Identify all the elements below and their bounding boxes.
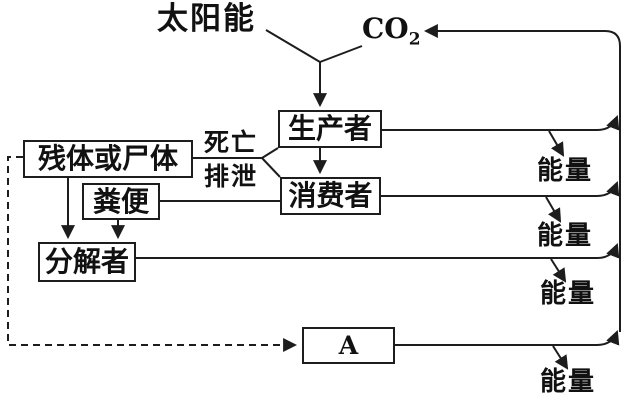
decomposer-box: 分解者: [38, 242, 136, 282]
a-respiration-merge-arrow: [395, 330, 620, 346]
producer-respiration-merge-arrow: [382, 115, 620, 131]
co2-subscript: 2: [408, 29, 421, 50]
solar-energy-label: 太阳能: [157, 1, 256, 37]
excretion-edge-label: 排泄: [204, 162, 259, 191]
producer-box: 生产者: [278, 110, 382, 148]
a-energy-arrow: [552, 345, 569, 370]
consumer-energy-arrow: [545, 196, 562, 223]
energy-label-producer: 能量: [537, 156, 594, 186]
feces-box: 粪便: [82, 183, 160, 220]
remains-to-a-dashed-arrow: [7, 156, 298, 352]
energy-label-consumer: 能量: [537, 221, 594, 251]
decomposer-energy-arrow: [550, 258, 567, 283]
excretion-branch-line: [261, 157, 281, 178]
decomposer-respiration-merge-arrow: [136, 243, 620, 259]
co2-to-junction-line: [319, 45, 363, 63]
unknown-a-box: A: [302, 327, 395, 364]
co2-return-loop-arrow: [423, 24, 621, 332]
death-branch-line: [261, 147, 279, 159]
consumer-respiration-merge-arrow: [381, 181, 620, 197]
solar-to-junction-line: [265, 29, 321, 63]
consumer-box: 消费者: [280, 177, 381, 215]
energy-label-a: 能量: [540, 367, 597, 397]
producer-energy-arrow: [548, 130, 565, 157]
remains-or-corpse-box: 残体或尸体: [23, 140, 193, 178]
energy-label-decomposer: 能量: [540, 279, 597, 309]
death-edge-label: 死亡: [204, 128, 259, 157]
co2-main-text: CO: [362, 12, 409, 45]
co2-label: CO2: [362, 15, 421, 49]
